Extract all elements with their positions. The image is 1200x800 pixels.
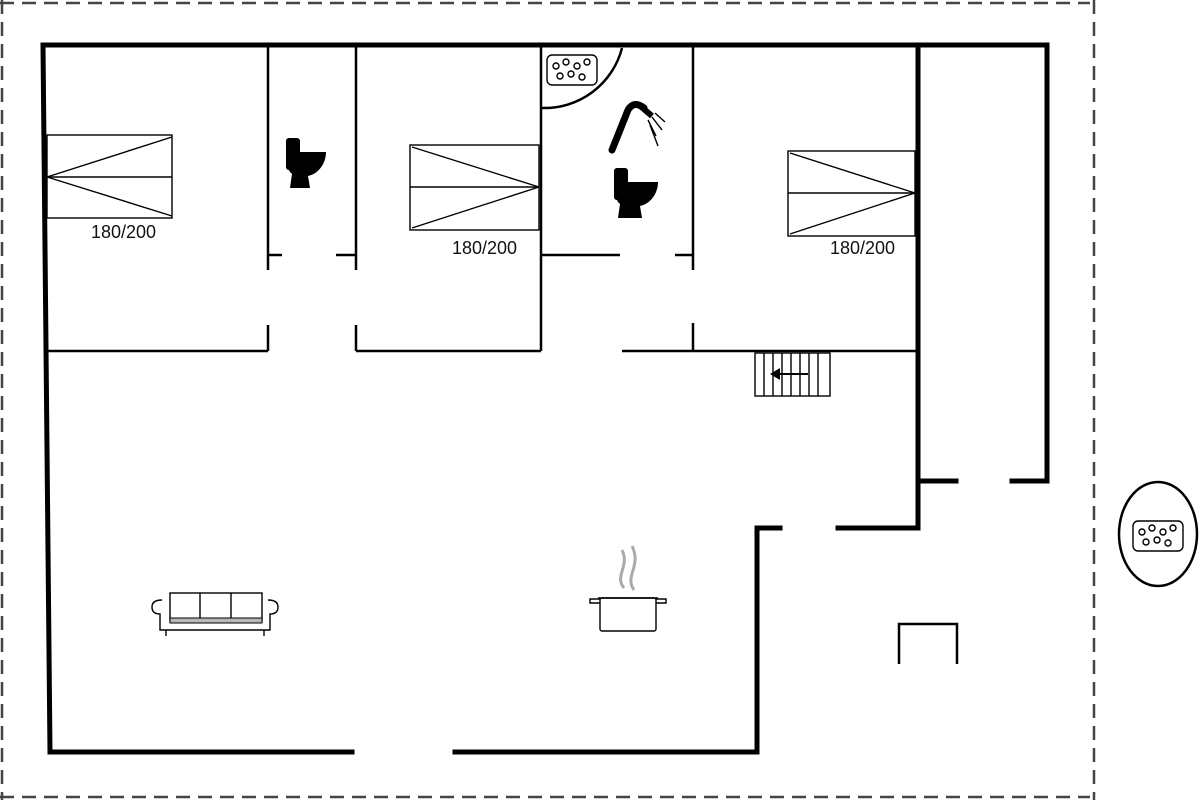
exterior-walls: [40, 42, 1050, 755]
bed-size-label: 180/200: [452, 238, 517, 258]
property-boundary: [0, 0, 1096, 800]
bed-icon: [409, 144, 540, 231]
bed-icon: [787, 150, 916, 237]
toilet-icon: [286, 138, 326, 188]
interior-walls: [48, 47, 918, 353]
toilet-icon: [614, 168, 658, 218]
bed-size-label: 180/200: [91, 222, 156, 242]
hot-tub-icon: [541, 47, 624, 110]
fireplace-icon: [897, 622, 959, 664]
sofa-icon: [151, 592, 279, 636]
bed-size-label: 180/200: [830, 238, 895, 258]
stairs-icon: [754, 352, 831, 397]
shower-icon: [608, 101, 666, 154]
cooking-pot-icon: [589, 545, 667, 632]
bed-icon: [46, 134, 173, 219]
outdoor-hot-tub-icon: [1117, 480, 1199, 588]
